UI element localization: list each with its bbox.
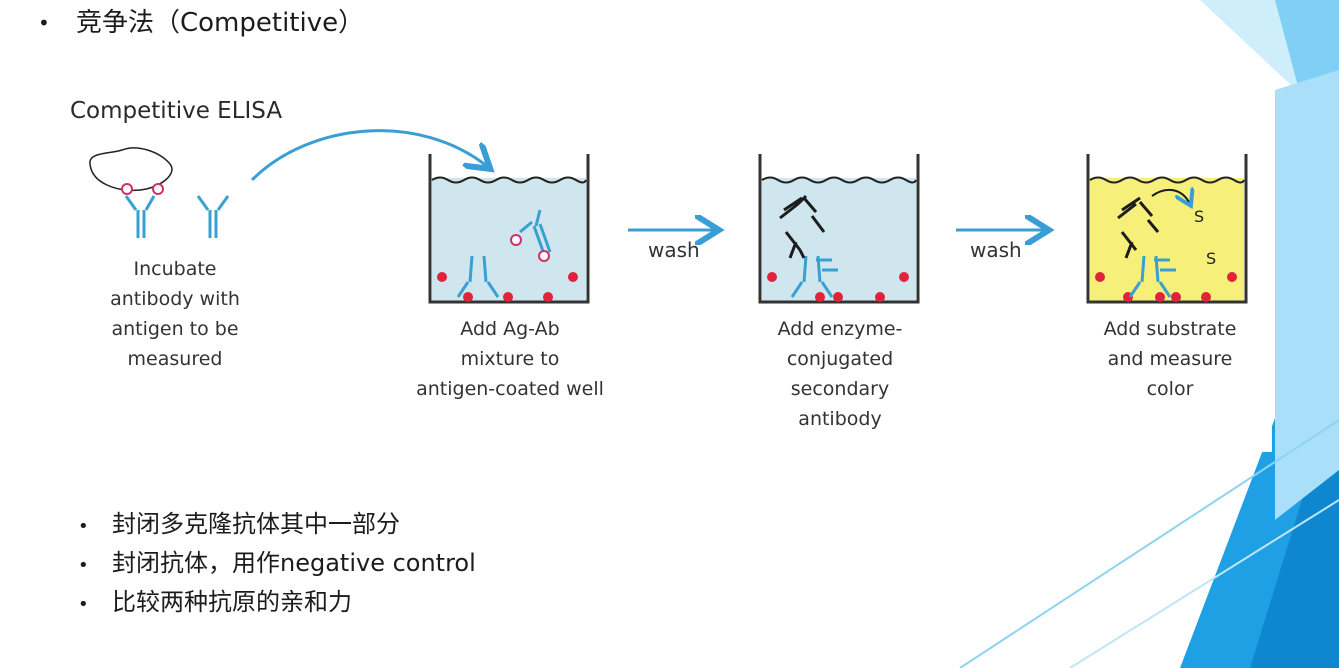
wash-label-2: wash bbox=[970, 238, 1022, 262]
caption-line: conjugated bbox=[786, 348, 894, 370]
free-antibody-icon bbox=[196, 195, 230, 238]
caption-line: measured bbox=[127, 348, 223, 370]
step-1-caption: Incubate antibody with antigen to be mea… bbox=[100, 254, 250, 374]
bullet-text: 比较两种抗原的亲和力 bbox=[112, 588, 352, 616]
bullet-item: • 比较两种抗原的亲和力 bbox=[78, 584, 476, 623]
bullet-list: • 封闭多克隆抗体其中一部分 • 封闭抗体，用作negative control •… bbox=[78, 506, 476, 623]
step-3-caption: Add enzyme- conjugated secondary antibod… bbox=[750, 314, 930, 434]
elisa-diagram-panel: Competitive ELISA bbox=[60, 92, 1272, 452]
bullet-text: 封闭多克隆抗体其中一部分 bbox=[112, 510, 400, 538]
antigen-blob-icon bbox=[89, 147, 173, 195]
bullet-text: 封闭抗体，用作negative control bbox=[112, 549, 476, 577]
slide-title: • 竞争法（Competitive） bbox=[38, 6, 364, 40]
caption-line: and measure bbox=[1107, 348, 1233, 370]
well-3-icon bbox=[758, 154, 920, 304]
bullet-icon: • bbox=[78, 594, 89, 615]
caption-line: Incubate bbox=[133, 258, 217, 280]
caption-line: antigen to be bbox=[111, 318, 239, 340]
diagram-title: Competitive ELISA bbox=[70, 98, 283, 124]
bullet-icon: • bbox=[78, 516, 89, 537]
slide-title-text: 竞争法（Competitive） bbox=[76, 8, 365, 38]
bound-antibody-icon bbox=[124, 195, 156, 238]
bullet-icon: • bbox=[78, 555, 89, 576]
well-2-icon bbox=[428, 154, 590, 304]
well-4-icon: S S bbox=[1086, 154, 1248, 304]
bullet-icon: • bbox=[38, 11, 50, 35]
caption-line: antigen-coated well bbox=[416, 378, 604, 400]
caption-line: Add substrate bbox=[1103, 318, 1237, 340]
substrate-label-2: S bbox=[1206, 249, 1216, 268]
wash-label-1: wash bbox=[648, 238, 700, 262]
elisa-diagram: S S bbox=[89, 129, 1248, 304]
transfer-arrow-icon bbox=[250, 129, 488, 182]
caption-line: antibody bbox=[798, 408, 882, 430]
caption-line: secondary bbox=[790, 378, 890, 400]
substrate-label-1: S bbox=[1194, 207, 1204, 226]
caption-line: Add enzyme- bbox=[777, 318, 903, 340]
bullet-item: • 封闭多克隆抗体其中一部分 bbox=[78, 506, 476, 545]
caption-line: antibody with bbox=[110, 288, 240, 310]
caption-line: color bbox=[1146, 378, 1194, 400]
bullet-item: • 封闭抗体，用作negative control bbox=[78, 545, 476, 584]
caption-line: mixture to bbox=[460, 348, 560, 370]
step-4-caption: Add substrate and measure color bbox=[1080, 314, 1260, 404]
step-2-caption: Add Ag-Ab mixture to antigen-coated well bbox=[400, 314, 620, 404]
caption-line: Add Ag-Ab bbox=[460, 318, 560, 340]
